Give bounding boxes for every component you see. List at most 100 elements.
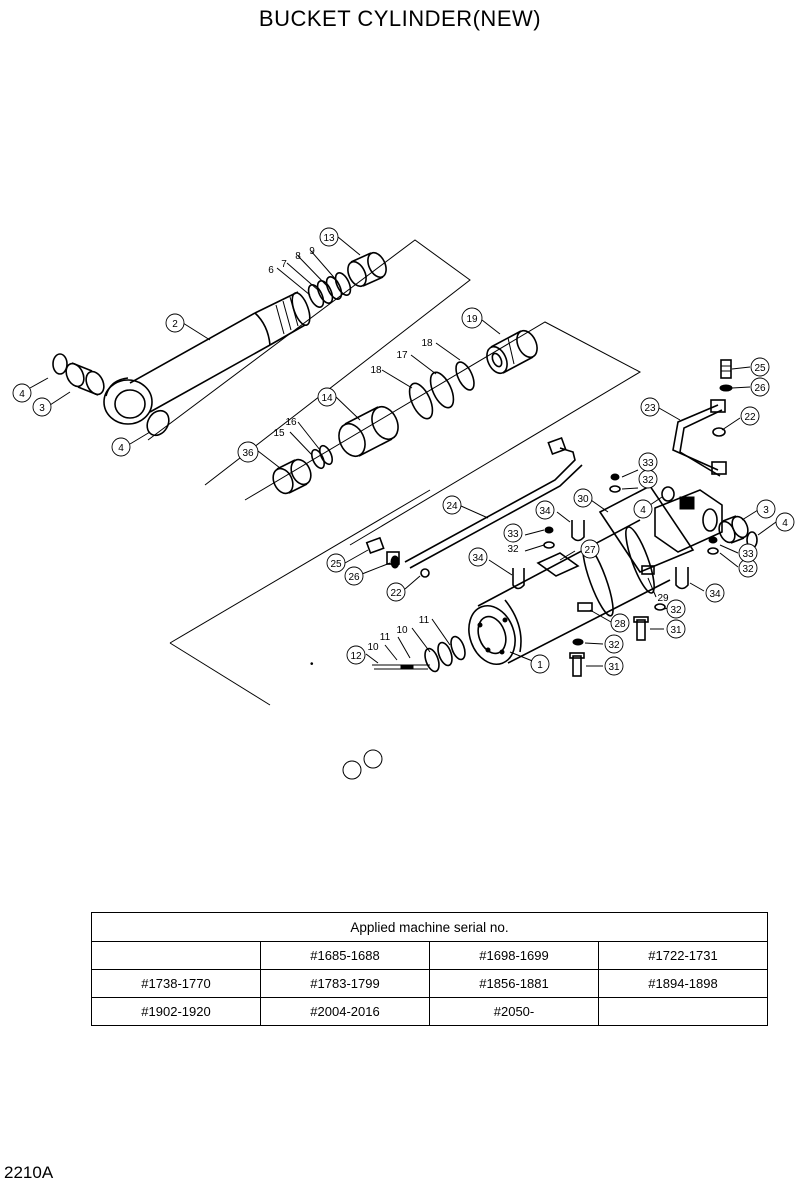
svg-text:22: 22 (744, 412, 756, 423)
callout-1: 1 (530, 654, 550, 674)
bolt-31-a (633, 616, 649, 641)
u-bolt-34a (512, 568, 525, 590)
callout-36: 36 (237, 441, 259, 463)
svg-text:29: 29 (657, 593, 669, 604)
table-row: #1685-1688 #1698-1699 #1722-1731 (91, 941, 768, 970)
callout-7: 7 (281, 259, 287, 270)
svg-text:33: 33 (642, 458, 654, 469)
table-cell: #1894-1898 (598, 969, 768, 998)
callout-14: 14 (317, 387, 337, 407)
callout-13: 13 (319, 227, 339, 247)
table-cell: #1738-1770 (91, 969, 261, 998)
seal-ring-right (146, 409, 170, 437)
svg-text:1: 1 (537, 660, 543, 671)
bolt-25-upper (720, 359, 732, 379)
bushing-left (65, 362, 105, 396)
ring-18b (455, 361, 475, 391)
callout-18-b: 18 (421, 338, 433, 349)
callout-18-a: 18 (370, 365, 382, 376)
callout-2: 2 (165, 313, 185, 333)
svg-text:26: 26 (348, 572, 360, 583)
svg-text:25: 25 (330, 559, 342, 570)
bushing-right (718, 515, 749, 544)
svg-text:34: 34 (472, 553, 484, 564)
cylinder-tube (468, 519, 671, 665)
table-cell: #1856-1881 (429, 969, 599, 998)
piston-rod (129, 291, 311, 413)
callout-17: 17 (396, 350, 408, 361)
callout-4-head: 4 (633, 499, 653, 519)
callout-22-lower: 22 (386, 582, 406, 602)
svg-text:12: 12 (350, 651, 362, 662)
washer-32-mid (543, 541, 555, 549)
svg-text:9: 9 (309, 246, 315, 257)
callout-30: 30 (573, 488, 593, 508)
plate-27 (536, 552, 580, 577)
svg-text:19: 19 (466, 314, 478, 325)
svg-text:34: 34 (709, 589, 721, 600)
page-title: BUCKET CYLINDER(NEW) (258, 6, 542, 31)
washer-26-upper (719, 384, 733, 392)
ring-16 (319, 444, 333, 466)
table-cell: #1783-1799 (260, 969, 430, 998)
svg-text:2: 2 (172, 319, 178, 330)
svg-text:27: 27 (584, 545, 596, 556)
table-cell (598, 997, 768, 1026)
callout-27: 27 (580, 539, 600, 559)
callout-4-left: 4 (12, 383, 32, 403)
table-cell: #1698-1699 (429, 941, 599, 970)
bolt-25-lower (365, 536, 385, 555)
cylinder-tube-group: • (169, 359, 758, 706)
svg-text:24: 24 (446, 501, 458, 512)
piston-gland-group (244, 321, 642, 546)
svg-text:36: 36 (242, 448, 254, 459)
pipe-23 (672, 399, 727, 477)
washer-32-top (609, 485, 621, 493)
svg-text:32: 32 (507, 544, 519, 555)
table-cell: #1902-1920 (91, 997, 261, 1026)
svg-text:18: 18 (421, 338, 433, 349)
table-header: Applied machine serial no. (91, 912, 768, 942)
svg-text:34: 34 (539, 506, 551, 517)
table-cell: #2050- (429, 997, 599, 1026)
callout-28: 28 (610, 613, 630, 633)
rod-eye (103, 377, 153, 425)
callout-9: 9 (309, 246, 315, 257)
page-code: 2210A (4, 1163, 54, 1182)
callout-4-rod: 4 (111, 437, 131, 457)
svg-text:14: 14 (321, 393, 333, 404)
callout-26-lower: 26 (344, 566, 364, 586)
pipe-24 (386, 436, 583, 569)
svg-text:10: 10 (396, 625, 408, 636)
table-cell: #2004-2016 (260, 997, 430, 1026)
callout-29: 29 (657, 593, 669, 604)
svg-text:11: 11 (419, 615, 430, 626)
ring-15 (311, 448, 325, 470)
callout-10-b: 10 (367, 642, 379, 653)
scan-artifact-circle (363, 749, 383, 769)
svg-text:3: 3 (763, 505, 769, 516)
callout-8: 8 (295, 251, 301, 262)
callout-23: 23 (640, 397, 660, 417)
oring-4-head (661, 486, 675, 502)
callout-26-upper: 26 (750, 377, 770, 397)
callout-19: 19 (461, 307, 483, 329)
callout-33-right: 33 (738, 543, 758, 563)
piston-14 (338, 405, 399, 458)
callout-33-mid: 33 (503, 523, 523, 543)
rod-seal-set (307, 272, 352, 308)
table-cell: #1685-1688 (260, 941, 430, 970)
table-row: #1738-1770 #1783-1799 #1856-1881 #1894-1… (91, 969, 768, 998)
table-row: #1902-1920 #2004-2016 #2050- (91, 997, 768, 1026)
svg-text:28: 28 (614, 619, 626, 630)
svg-text:4: 4 (19, 389, 25, 400)
callout-22-upper: 22 (740, 406, 760, 426)
washer-32-lower (654, 603, 666, 611)
table-cell: #1722-1731 (598, 941, 768, 970)
callout-34-a: 34 (535, 500, 555, 520)
callout-32-bottom: 32 (604, 634, 624, 654)
svg-text:10: 10 (367, 642, 379, 653)
callout-32-lower: 32 (666, 599, 686, 619)
callout-10-a: 10 (396, 625, 408, 636)
svg-text:33: 33 (742, 549, 754, 560)
